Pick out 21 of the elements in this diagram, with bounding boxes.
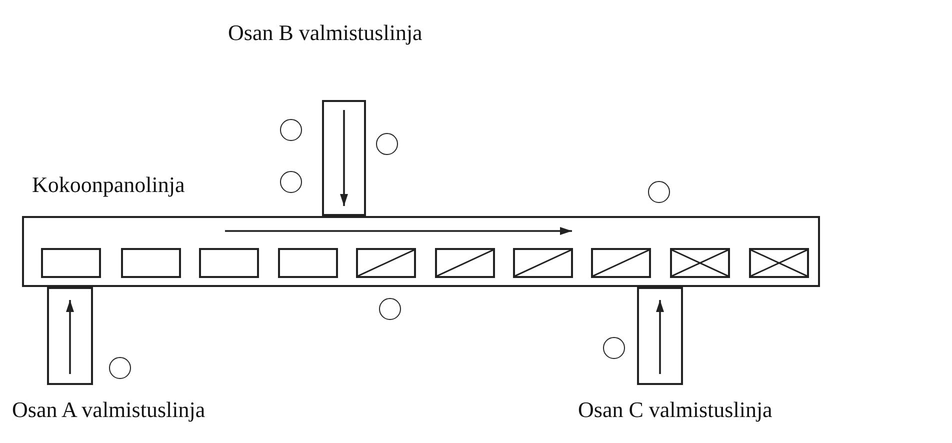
- worker-circle: [603, 337, 625, 359]
- part-box: [41, 248, 101, 278]
- worker-circle: [379, 298, 401, 320]
- part-box: [121, 248, 181, 278]
- part-box: [199, 248, 259, 278]
- diagonal-box: [591, 248, 651, 278]
- line-label: Osan C valmistuslinja: [578, 397, 772, 423]
- worker-circle: [280, 171, 302, 193]
- line-label: Osan A valmistuslinja: [12, 397, 206, 423]
- crossed-box: [670, 248, 730, 278]
- part-box: [278, 248, 338, 278]
- worker-circle: [109, 357, 131, 379]
- line-label: Osan B valmistuslinja: [228, 20, 422, 46]
- diagonal-box: [513, 248, 573, 278]
- crossed-box: [749, 248, 809, 278]
- line-label: Kokoonpanolinja: [32, 172, 185, 198]
- diagonal-box: [435, 248, 495, 278]
- worker-circle: [376, 133, 398, 155]
- worker-circle: [280, 119, 302, 141]
- worker-circle: [648, 181, 670, 203]
- diagonal-box: [356, 248, 416, 278]
